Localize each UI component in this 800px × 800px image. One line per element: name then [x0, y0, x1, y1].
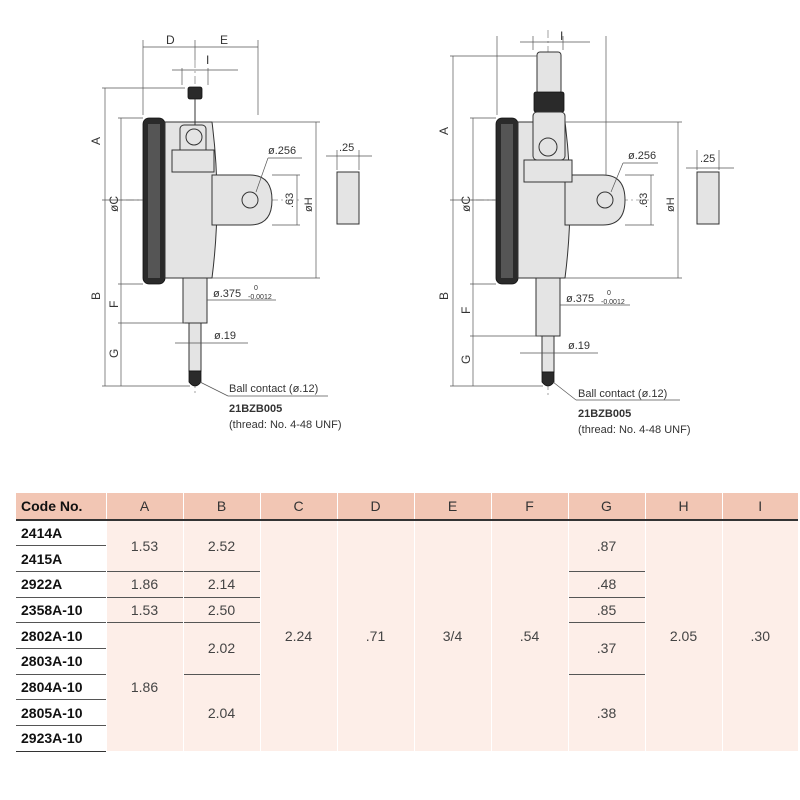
cell-d: .71	[336, 518, 414, 752]
dim-c-label: øC	[107, 196, 121, 212]
dim-e-label: E	[220, 33, 228, 47]
table-header-row: Code No. A B C D E F G H I	[16, 493, 798, 520]
cell-b: 2.02	[182, 622, 260, 675]
ball-contact-label: Ball contact (ø.12)	[229, 383, 318, 395]
ball-contact-label-right: Ball contact (ø.12)	[578, 388, 667, 400]
cell-a: 1.53	[105, 518, 183, 572]
header-code: Code No.	[16, 493, 106, 520]
thickness-dim: .25	[339, 142, 354, 154]
code-cell: 2414A	[16, 519, 106, 546]
cell-h: 2.05	[644, 518, 722, 752]
code-cell: 2803A-10	[16, 647, 106, 675]
cell-c: 2.24	[259, 518, 337, 752]
header-c: C	[259, 493, 337, 520]
code-cell: 2805A-10	[16, 699, 106, 726]
dim-f-label: F	[107, 301, 121, 308]
contact-point-code: 21BZB005	[229, 403, 282, 415]
cell-a: 1.86	[105, 622, 183, 752]
header-b: B	[182, 493, 260, 520]
cell-g: .37	[567, 622, 645, 675]
dim-b-label-right: B	[437, 292, 451, 300]
code-cell: 2923A-10	[16, 725, 106, 752]
table-row: 2414A 1.53 2.52 2.24 .71 3/4 .54 .87 2.0…	[16, 518, 798, 752]
stem-tol-upper: 0	[254, 285, 258, 292]
cell-b: 2.52	[182, 518, 260, 572]
cell-g: .85	[567, 596, 645, 623]
hole-dim: ø.256	[268, 145, 296, 157]
technical-drawing: D E I A B øC F G ø.256 .63 øH .25	[89, 29, 734, 436]
header-d: D	[336, 493, 414, 520]
cell-a: 1.86	[105, 570, 183, 598]
header-g: G	[567, 493, 645, 520]
spindle-dim: ø.19	[214, 330, 236, 342]
dim-h-label: øH	[303, 197, 315, 212]
cell-b: 2.14	[182, 570, 260, 598]
contact-point-code-right: 21BZB005	[578, 408, 631, 420]
cell-g: .48	[567, 570, 645, 598]
dim-i-label: I	[206, 53, 209, 67]
cell-a: 1.53	[105, 596, 183, 623]
header-a: A	[105, 493, 183, 520]
stem-tol-lower: -0.0012	[248, 294, 272, 301]
table-row: 2805A-10	[16, 699, 798, 726]
cell-g: .38	[567, 673, 645, 752]
table-row: 2415A	[16, 545, 798, 572]
stem-dim: ø.375	[213, 288, 241, 300]
dim-i-label-right: I	[560, 29, 563, 43]
code-cell: 2922A	[16, 570, 106, 598]
hole-dim-right: ø.256	[628, 150, 656, 162]
stem-dim-right: ø.375	[566, 293, 594, 305]
cell-f: .54	[490, 518, 568, 752]
code-cell: 2804A-10	[16, 673, 106, 700]
table-row: 2358A-10 1.53 2.50 .85	[16, 596, 798, 623]
cell-i: .30	[721, 518, 798, 752]
table-row: 2923A-10	[16, 725, 798, 752]
header-f: F	[490, 493, 568, 520]
header-i: I	[721, 493, 798, 520]
stem-tol-lower-right: -0.0012	[601, 299, 625, 306]
dim-b-label: B	[89, 292, 103, 300]
dim-d-label: D	[166, 33, 175, 47]
header-e: E	[413, 493, 491, 520]
table-row: 2802A-10 1.86 2.02 .37	[16, 622, 798, 752]
thickness-dim-right: .25	[700, 153, 715, 165]
cell-b: 2.50	[182, 596, 260, 623]
lug-height-dim-right: .63	[638, 193, 650, 208]
dim-a-label-right: A	[437, 127, 451, 135]
thread-spec: (thread: No. 4-48 UNF)	[229, 419, 341, 431]
table-row: 2922A 1.86 2.14 .48	[16, 570, 798, 598]
header-h: H	[644, 493, 722, 520]
table-row: 2803A-10	[16, 647, 798, 675]
dim-g-label: G	[107, 349, 121, 358]
code-cell: 2358A-10	[16, 596, 106, 623]
dim-f-label-right: F	[459, 307, 473, 314]
cell-b: 2.04	[182, 673, 260, 752]
thread-spec-right: (thread: No. 4-48 UNF)	[578, 424, 690, 436]
spindle-dim-right: ø.19	[568, 340, 590, 352]
lug-height-dim: .63	[284, 193, 296, 208]
table-row: 2804A-10 2.04 .38	[16, 673, 798, 752]
right-view: I A B øC F G ø.256 .63 øH .25 ø	[437, 29, 734, 436]
stem-tol-upper-right: 0	[607, 290, 611, 297]
cell-e: 3/4	[413, 518, 491, 752]
code-cell: 2415A	[16, 545, 106, 572]
dim-h-label-right: øH	[665, 197, 677, 212]
dim-g-label-right: G	[459, 355, 473, 364]
dim-a-label: A	[89, 137, 103, 145]
code-cell: 2802A-10	[16, 622, 106, 649]
spec-table: Code No. A B C D E F G H I 2414A 1.53 2.…	[16, 493, 798, 752]
cell-g: .87	[567, 518, 645, 572]
left-view: D E I A B øC F G ø.256 .63 øH .25	[89, 33, 372, 431]
dim-c-label-right: øC	[459, 196, 473, 212]
